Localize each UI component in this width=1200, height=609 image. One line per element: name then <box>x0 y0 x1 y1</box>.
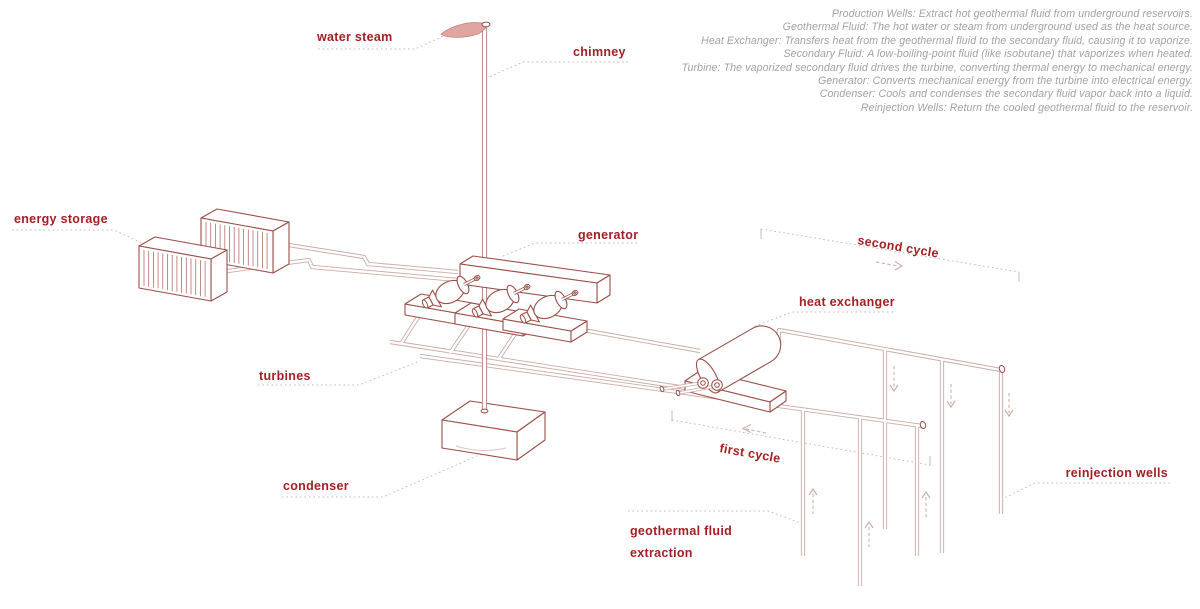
glossary-line: Reinjection Wells: Return the cooled geo… <box>860 101 1193 114</box>
leader-energy-storage <box>12 229 143 244</box>
glossary-line: Secondary Fluid: A low-boiling-point flu… <box>783 48 1193 61</box>
label-water-steam: water steam <box>316 30 393 44</box>
glossary-line: Production Wells: Extract hot geothermal… <box>831 8 1193 20</box>
leader-heat-exchanger <box>752 311 893 328</box>
label-generator: generator <box>578 228 638 242</box>
leader-geothermal-extraction <box>628 510 804 525</box>
chimney-outlet-ring <box>481 21 491 28</box>
well-flow-arrows <box>808 366 1014 547</box>
leader-reinjection-wells <box>999 482 1170 501</box>
label-chimney: chimney <box>573 45 626 59</box>
glossary-line: Geothermal Fluid: The hot water or steam… <box>782 21 1193 34</box>
chimney-pipe <box>480 26 489 414</box>
glossary-line: Turbine: The vaporized secondary fluid d… <box>681 61 1193 74</box>
label-energy-storage: energy storage <box>14 212 108 226</box>
generator-box <box>459 255 611 304</box>
label-reinjection-wells: reinjection wells <box>1066 466 1168 480</box>
glossary-line: Condenser: Cools and condenses the secon… <box>819 88 1193 101</box>
glossary-line: Heat Exchanger: Transfers heat from the … <box>701 34 1193 47</box>
condenser-box <box>441 400 546 461</box>
component-labels: water steam chimney energy storage gener… <box>14 30 1168 560</box>
second-cycle-guide <box>760 228 1020 282</box>
label-first-cycle: first cycle <box>718 441 781 465</box>
second-cycle-arrow <box>875 261 899 267</box>
leader-generator <box>502 242 637 257</box>
leader-chimney <box>488 61 628 78</box>
label-geothermal-extraction-line2: extraction <box>630 546 693 560</box>
leader-water-steam <box>318 32 451 50</box>
leader-turbines <box>258 360 421 386</box>
glossary-block: Production Wells: Extract hot geothermal… <box>682 8 1193 115</box>
pipe-end-rings <box>919 364 1006 430</box>
leader-condenser <box>282 445 501 498</box>
glossary-line: Generator: Converts mechanical energy fr… <box>817 75 1193 88</box>
label-heat-exchanger: heat exchanger <box>799 295 895 309</box>
label-second-cycle: second cycle <box>857 233 940 260</box>
heat-exchanger-ports <box>659 377 723 397</box>
label-turbines: turbines <box>259 369 311 383</box>
heat-exchanger <box>659 325 787 413</box>
label-condenser: condenser <box>283 479 349 493</box>
label-geothermal-extraction-line1: geothermal fluid <box>630 524 732 538</box>
steam-plume <box>440 21 491 38</box>
